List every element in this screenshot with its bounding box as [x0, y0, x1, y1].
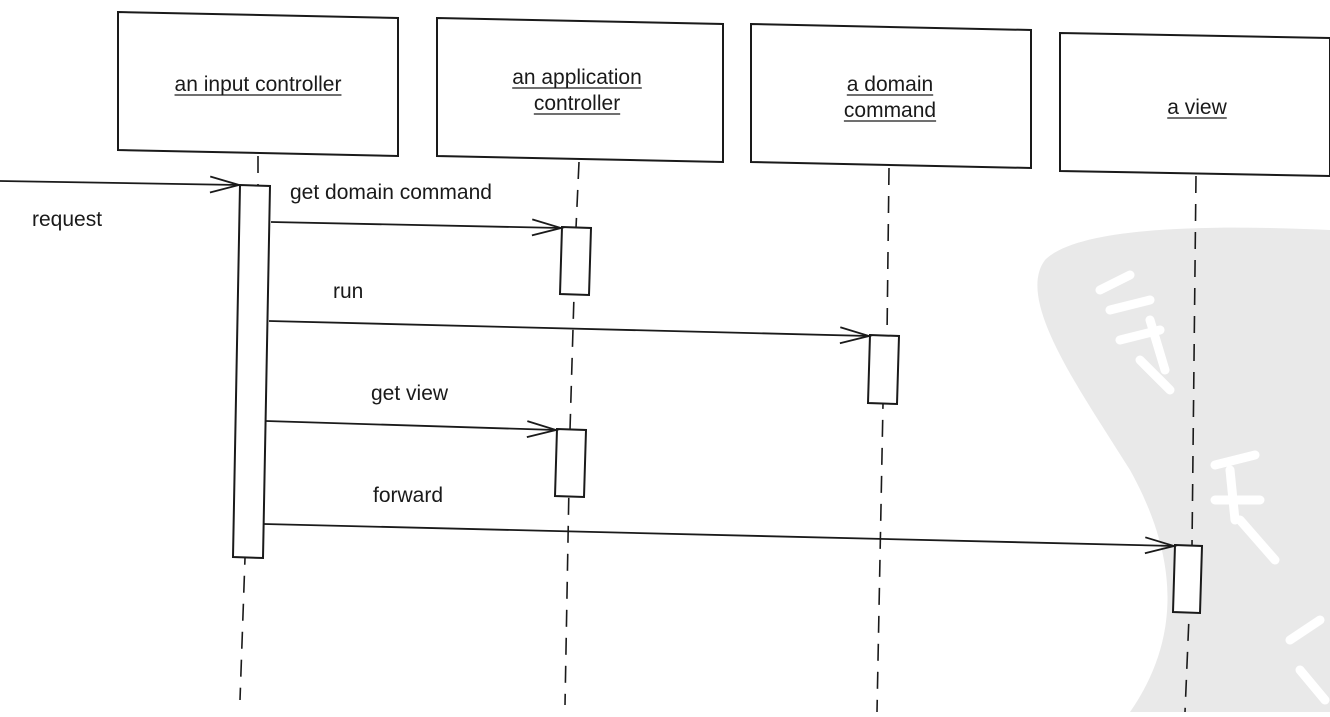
participant-label-view: a view: [1167, 96, 1227, 119]
message-1: run: [268, 280, 873, 345]
message-arrow-line: [268, 320, 870, 337]
watermark-seal: [1037, 227, 1330, 713]
found-message-request: request: [0, 175, 243, 231]
arrowhead-icon: [1144, 536, 1178, 555]
message-label: get domain command: [290, 181, 492, 204]
arrowhead-icon: [526, 420, 560, 438]
participant-view: a view: [1059, 31, 1330, 178]
message-arrow-line: [265, 420, 557, 431]
participant-label-domain: a domain: [847, 73, 933, 96]
message-arrow-line: [0, 180, 240, 186]
activation-bar-domain-2: [866, 333, 901, 406]
participant-box-input: [117, 10, 399, 158]
participant-box-domain: [750, 22, 1032, 170]
message-3: forward: [263, 484, 1178, 555]
arrowhead-icon: [839, 326, 873, 345]
arrowhead-icon: [531, 218, 565, 237]
message-label: run: [333, 280, 363, 303]
message-label: get view: [371, 382, 449, 405]
participant-label-domain: command: [844, 99, 936, 122]
message-label: forward: [373, 484, 443, 507]
participant-box-app: [436, 16, 724, 164]
participant-app: an application controller: [436, 16, 724, 164]
message-arrow-line: [263, 523, 1175, 547]
activation-bar-view-4: [1171, 543, 1204, 615]
message-0: get domain command: [270, 181, 565, 237]
message-label-request: request: [32, 208, 102, 231]
participant-label-input: an input controller: [175, 73, 342, 96]
lifeline-input: [239, 156, 259, 701]
activation-bar-input-0: [231, 183, 272, 560]
message-arrow-line: [270, 221, 562, 229]
arrowhead-icon: [209, 175, 243, 194]
activation-bar-app-3: [553, 427, 588, 499]
message-2: get view: [265, 382, 560, 438]
participant-domain: a domain command: [750, 22, 1032, 170]
lifeline-domain: [876, 167, 890, 713]
activation-bar-app-1: [558, 225, 593, 297]
participant-label-app: an application: [512, 66, 642, 89]
participant-box-view: [1059, 31, 1330, 178]
participant-input: an input controller: [117, 10, 399, 158]
participant-label-app: controller: [534, 92, 620, 115]
lifeline-app: [564, 161, 580, 706]
